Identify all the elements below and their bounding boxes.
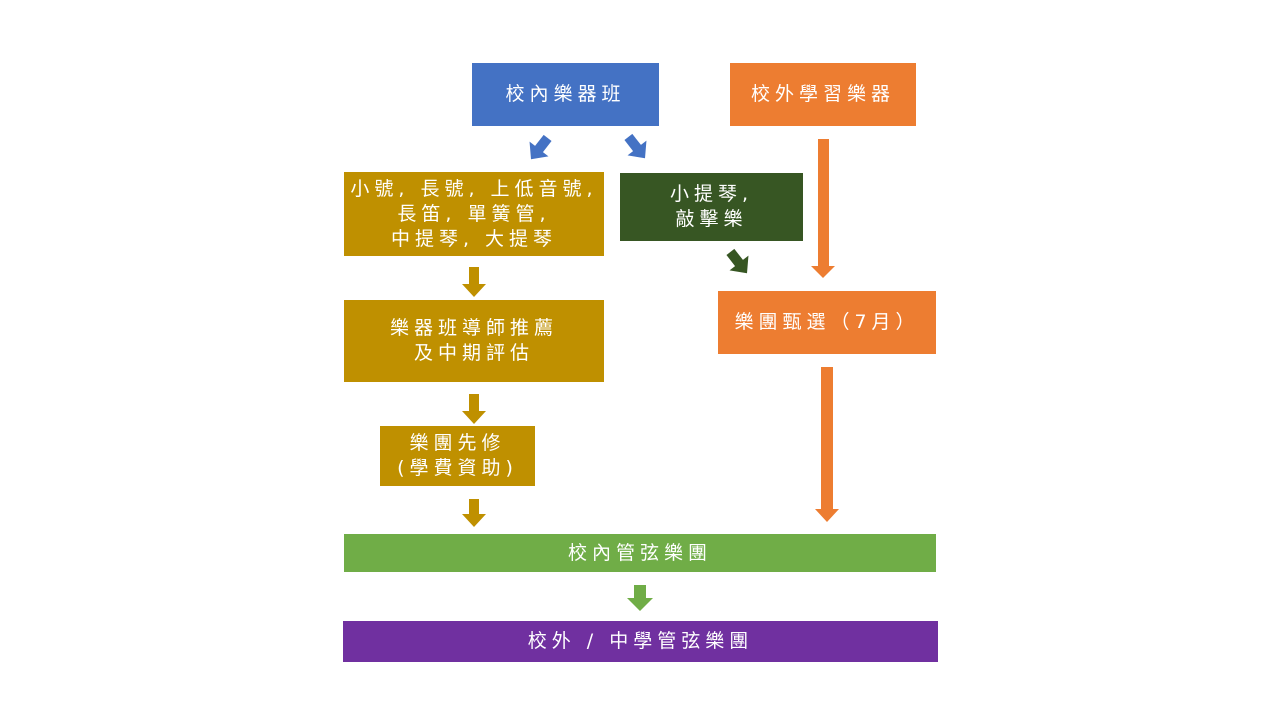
school-instrument-class-box: 校內樂器班 [472,63,659,126]
arrow-green-down [627,585,653,611]
orchestra-audition-box: 樂團甄選（7月） [718,291,936,354]
school-instrument-class-label: 校內樂器班 [505,83,626,105]
arrow-gold-down-1 [462,267,486,297]
school-orchestra-box: 校內管弦樂團 [344,534,936,572]
arrow-blue-down-right [624,133,647,159]
arrow-gold-down-3 [462,499,486,527]
arrow-orange-long-2 [815,367,839,522]
arrow-orange-long-1 [811,139,835,278]
arrow-gold-down-2 [462,394,486,424]
arrow-darkgreen-down-right [726,248,749,274]
violin-percussion-label: 小提琴, 敲擊樂 [669,183,754,230]
outside-instrument-learning-box: 校外學習樂器 [730,63,916,126]
orchestra-preparatory-box: 樂團先修 (學費資助) [380,426,535,486]
violin-percussion-box: 小提琴, 敲擊樂 [620,173,803,241]
teacher-recommendation-label: 樂器班導師推薦 及中期評估 [389,317,558,364]
school-orchestra-label: 校內管弦樂團 [567,541,712,564]
orchestra-audition-label: 樂團甄選（7月） [734,311,920,333]
orchestra-preparatory-label: 樂團先修 (學費資助) [397,432,518,479]
brass-woodwind-instruments-label: 小號, 長號, 上低音號, 長笛, 單簧管, 中提琴, 大提琴 [350,177,598,250]
teacher-recommendation-box: 樂器班導師推薦 及中期評估 [344,300,604,382]
arrow-blue-down-left [529,134,552,160]
outside-instrument-learning-label: 校外學習樂器 [750,83,895,105]
outside-secondary-orchestra-label: 校外 / 中學管弦樂團 [527,630,754,652]
brass-woodwind-instruments-box: 小號, 長號, 上低音號, 長笛, 單簧管, 中提琴, 大提琴 [344,172,604,256]
outside-secondary-orchestra-box: 校外 / 中學管弦樂團 [343,621,938,662]
